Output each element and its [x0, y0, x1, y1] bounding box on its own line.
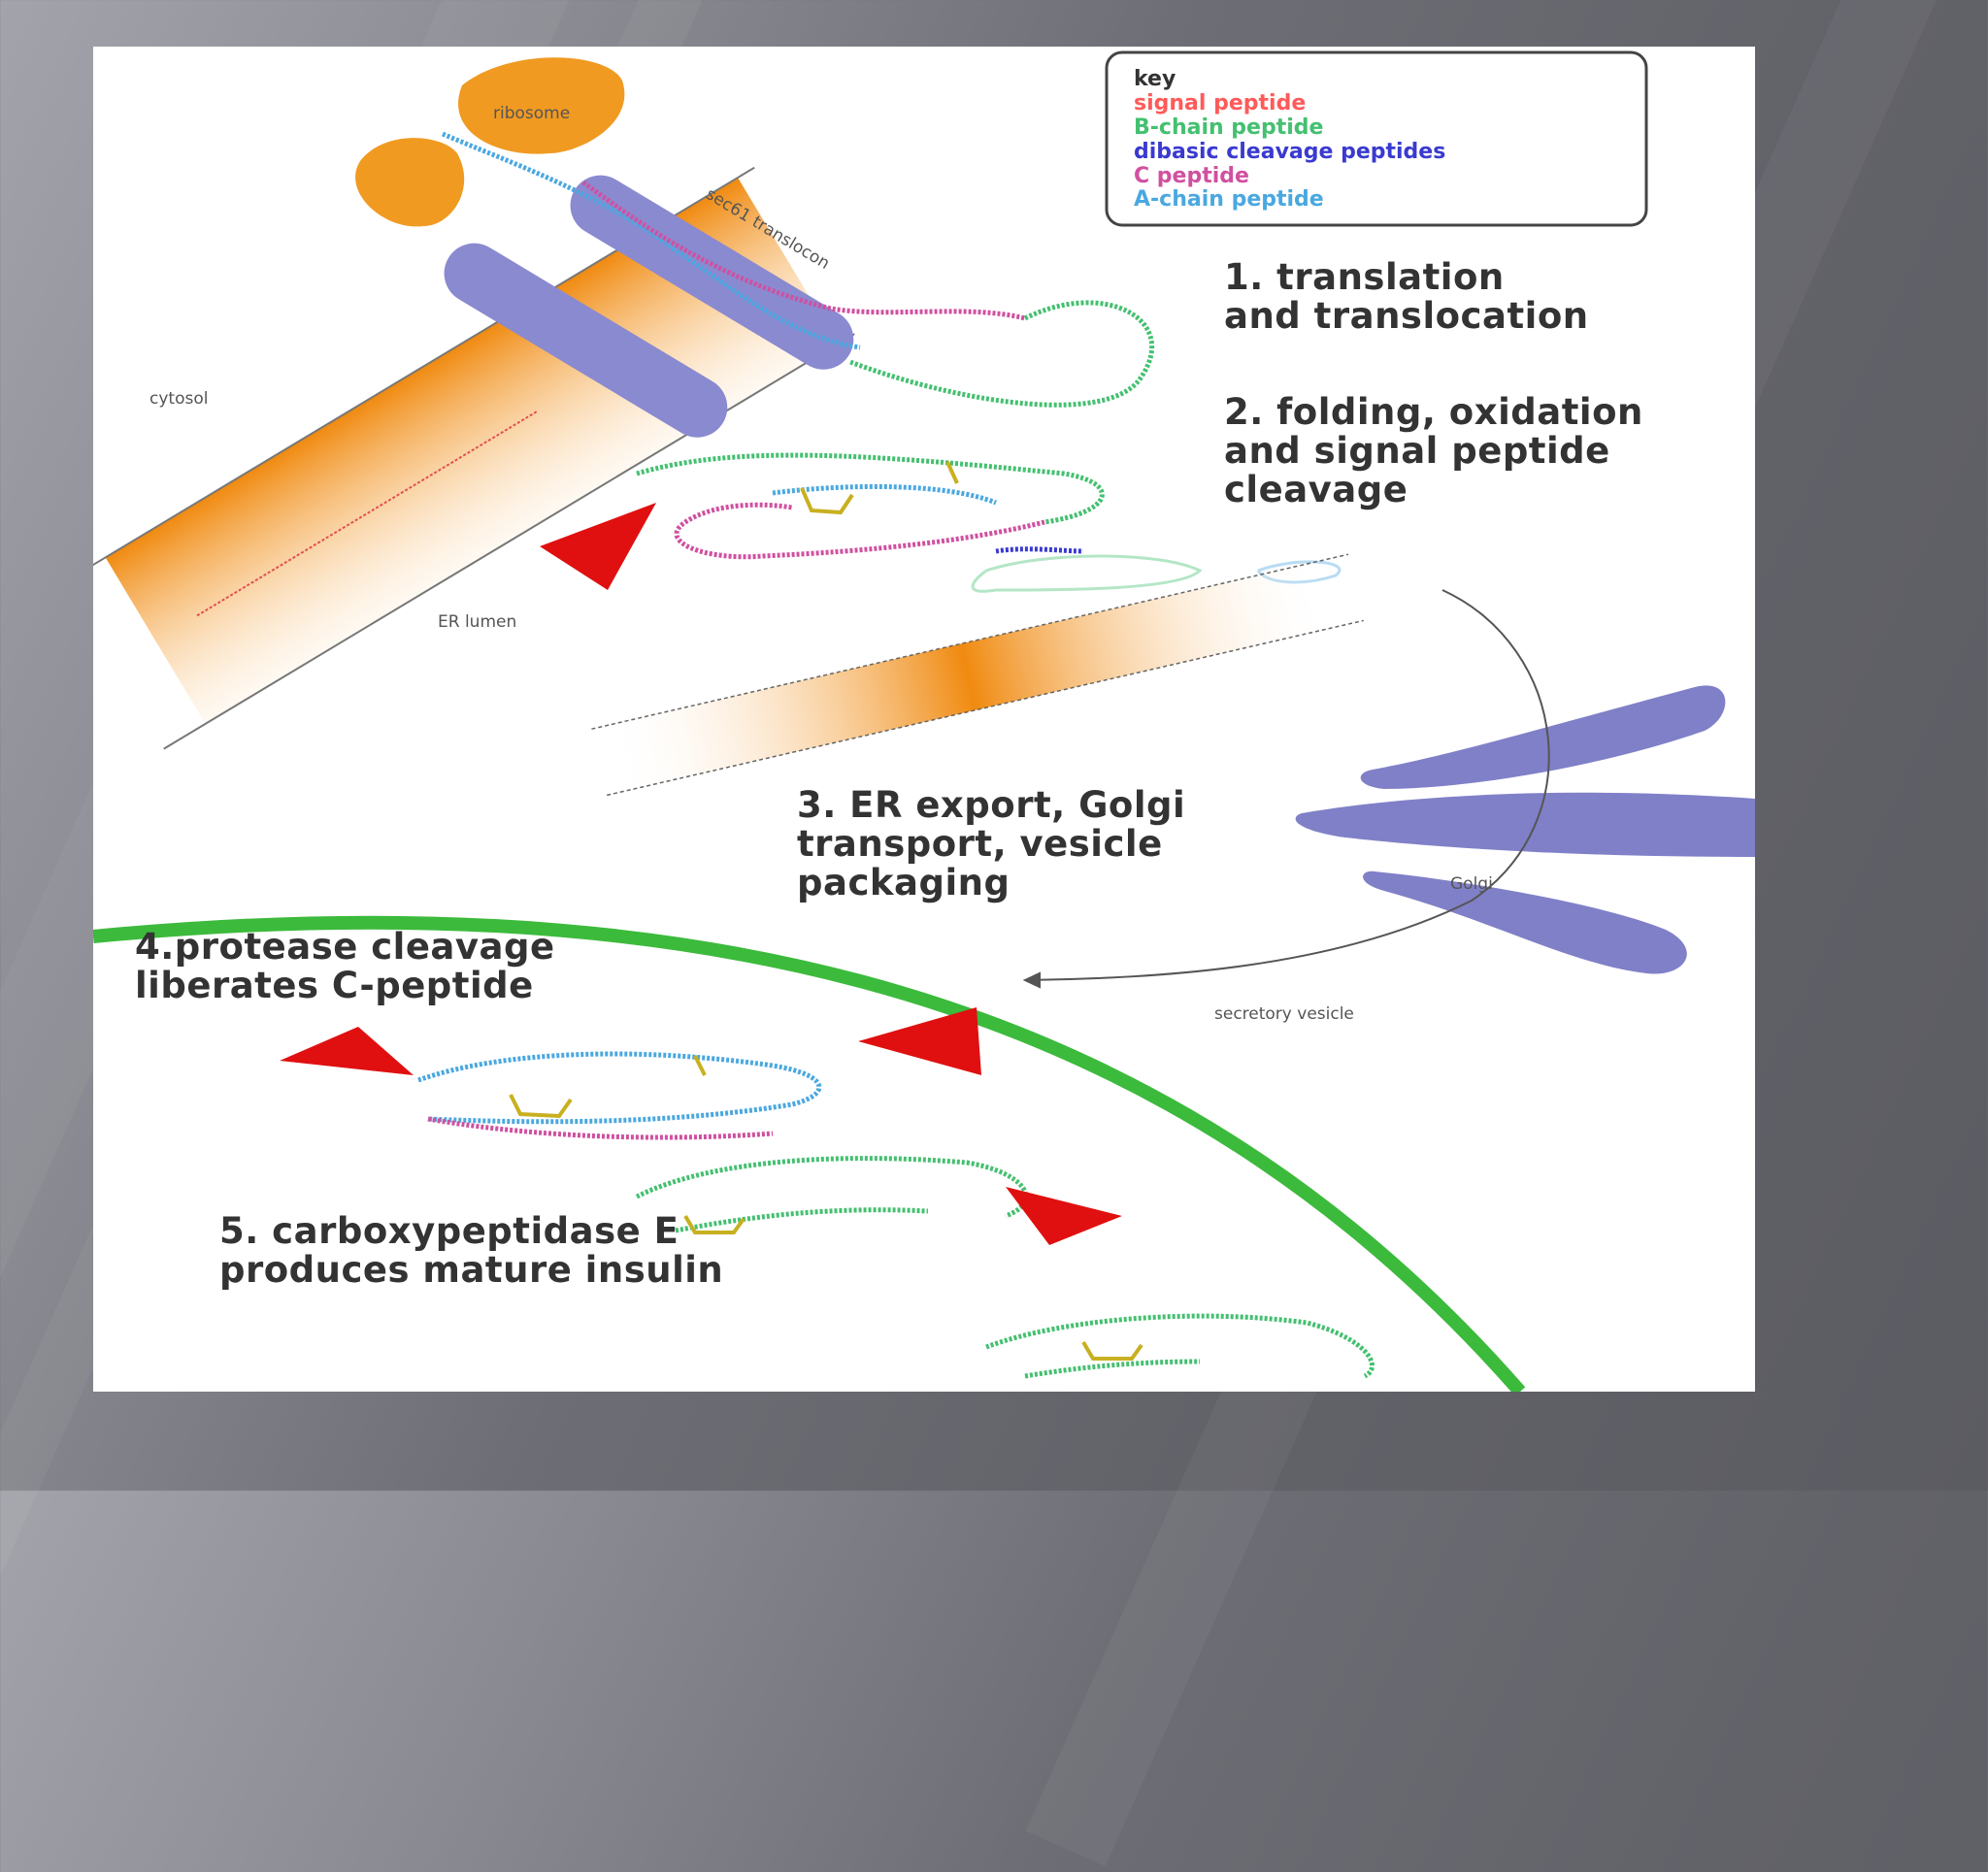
- carboxypeptidase-enzyme: [1006, 1187, 1122, 1245]
- transport-arrow: [1022, 589, 1550, 989]
- svg-text:liberates C-peptide: liberates C-peptide: [135, 965, 534, 1006]
- svg-text:4.protease cleavage: 4.protease cleavage: [135, 926, 555, 968]
- ribosome: [355, 57, 625, 227]
- key-item-a-chain: A-chain peptide: [1134, 187, 1324, 212]
- key-item-signal-peptide: signal peptide: [1134, 91, 1306, 115]
- svg-text:and translocation: and translocation: [1224, 295, 1589, 337]
- step-1-text: 1. translation and translocation: [1224, 256, 1589, 337]
- protease-enzyme-left: [280, 1027, 414, 1075]
- key-item-c-peptide: C peptide: [1134, 164, 1249, 188]
- svg-text:and signal peptide: and signal peptide: [1224, 430, 1610, 472]
- vesicle-disulfide-bonds: [509, 1055, 1143, 1361]
- insulin-processing-diagram: key signal peptide B-chain peptide dibas…: [93, 50, 1755, 1392]
- svg-text:transport, vesicle: transport, vesicle: [797, 823, 1163, 865]
- secretory-vesicle-label: secretory vesicle: [1214, 1004, 1354, 1024]
- vesicle-peptides: [417, 1051, 1375, 1379]
- er-lumen-label: ER lumen: [438, 612, 516, 632]
- svg-text:5. carboxypeptidase E: 5. carboxypeptidase E: [219, 1210, 679, 1252]
- svg-text:cleavage: cleavage: [1224, 469, 1408, 510]
- signal-peptidase-enzyme: [540, 503, 656, 590]
- svg-text:2. folding, oxidation: 2. folding, oxidation: [1224, 391, 1643, 433]
- golgi: [1295, 685, 1755, 974]
- svg-text:produces mature insulin: produces mature insulin: [219, 1249, 723, 1291]
- step-3-text: 3. ER export, Golgi transport, vesicle p…: [797, 784, 1185, 903]
- svg-text:1. translation: 1. translation: [1224, 256, 1505, 298]
- cytosol-label: cytosol: [149, 389, 208, 409]
- step-5-text: 5. carboxypeptidase E produces mature in…: [219, 1210, 723, 1291]
- step-2-text: 2. folding, oxidation and signal peptide…: [1224, 391, 1643, 510]
- secretory-vesicle-membrane: [93, 915, 1526, 1392]
- key-item-dibasic: dibasic cleavage peptides: [1134, 140, 1445, 164]
- key-title: key: [1134, 67, 1176, 91]
- disulfide-bonds: [800, 461, 959, 515]
- svg-text:packaging: packaging: [797, 862, 1010, 903]
- slide-image: key signal peptide B-chain peptide dibas…: [93, 47, 1755, 1392]
- key-item-b-chain: B-chain peptide: [1134, 115, 1323, 140]
- key-legend: key signal peptide B-chain peptide dibas…: [1105, 50, 1648, 227]
- golgi-label: Golgi: [1450, 874, 1493, 894]
- svg-text:3. ER export, Golgi: 3. ER export, Golgi: [797, 784, 1185, 826]
- er-exit-membrane: [591, 553, 1364, 797]
- protease-enzyme-right: [858, 1007, 981, 1075]
- step-4-text: 4.protease cleavage liberates C-peptide: [135, 926, 555, 1006]
- ribosome-label: ribosome: [493, 104, 570, 123]
